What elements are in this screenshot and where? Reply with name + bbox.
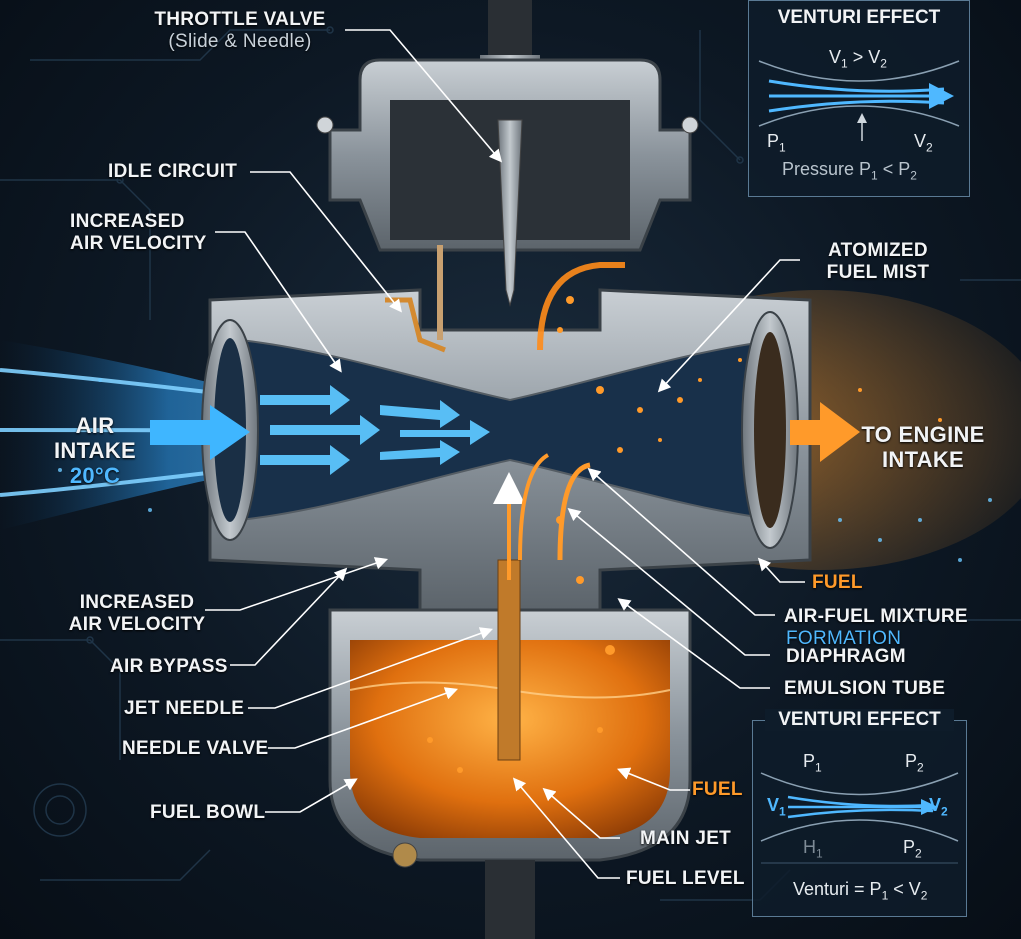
increased-air-velocity-top-label: INCREASED AIR VELOCITY <box>70 211 207 255</box>
fuel-outlet-label: FUEL <box>812 572 863 593</box>
throttle-valve-title: THROTTLE VALVE <box>154 9 326 30</box>
venturi-bottom-h1: H1 <box>803 837 823 861</box>
venturi-bottom-title: VENTURI EFFECT <box>765 709 954 731</box>
to-engine-intake-line2: INTAKE <box>881 447 965 472</box>
air-fuel-mixture-line1: AIR-FUEL MIXTURE <box>784 606 968 627</box>
air-intake-temperature: 20°C <box>69 463 121 488</box>
needle-valve-label: NEEDLE VALVE <box>122 738 269 759</box>
venturi-bottom-v1: V1 <box>767 795 786 819</box>
emulsion-tube <box>497 559 521 761</box>
atomized-fuel-mist-label: ATOMIZED FUEL MIST <box>818 240 938 284</box>
venturi-bottom-formula: Venturi = P1 < V2 <box>793 879 928 903</box>
fuel-bowl-side-label: FUEL <box>692 779 743 800</box>
venturi-bottom-p2b: P2 <box>903 837 922 861</box>
venturi-air-arrows <box>260 385 490 475</box>
venturi-top-velocity-relation: V1 > V2 <box>829 47 887 71</box>
air-intake-line1: AIR <box>75 413 115 438</box>
emulsion-tube-label: EMULSION TUBE <box>784 678 946 699</box>
jet-needle-label: JET NEEDLE <box>124 698 245 719</box>
engine-outlet-arrow <box>790 402 860 462</box>
increased-air-velocity-bottom-line2: AIR VELOCITY <box>68 614 206 635</box>
venturi-top-graphic <box>758 60 960 141</box>
air-intake-label: AIR INTAKE 20°C <box>40 413 150 488</box>
venturi-bottom-v2: V2 <box>929 795 948 819</box>
circuit-background <box>0 26 1021 901</box>
venturi-bottom-p2: P2 <box>905 751 924 775</box>
to-engine-intake-label: TO ENGINE INTAKE <box>858 422 988 472</box>
fuel-bowl-label: FUEL BOWL <box>150 802 266 823</box>
fuel-level-label: FUEL LEVEL <box>626 868 745 889</box>
atomized-fuel-mist-line1: ATOMIZED <box>828 240 928 261</box>
air-intake-arrow <box>150 405 250 460</box>
air-fuel-mixture-label: AIR-FUEL MIXTURE FORMATION <box>784 606 968 650</box>
idle-circuit-label: IDLE CIRCUIT <box>108 161 238 182</box>
throttle-valve-subtitle: (Slide & Needle) <box>168 31 312 52</box>
atomized-fuel-mist-line2: FUEL MIST <box>826 262 930 283</box>
main-jet-label: MAIN JET <box>640 828 732 849</box>
to-engine-intake-line1: TO ENGINE <box>861 422 985 447</box>
diaphragm-label: DIAPHRAGM <box>786 646 906 667</box>
venturi-top-v2: V2 <box>914 131 933 155</box>
venturi-effect-panel-bottom: VENTURI EFFECT P1 P2 V1 V2 H1 P2 Venturi… <box>752 709 967 917</box>
increased-air-velocity-top-line2: AIR VELOCITY <box>70 233 207 254</box>
leader-lines <box>205 29 805 879</box>
venturi-bottom-p1: P1 <box>803 751 822 775</box>
venturi-top-p1: P1 <box>767 131 786 155</box>
carburetor-body <box>201 288 812 612</box>
venturi-top-pressure: Pressure P1 < P2 <box>782 159 917 183</box>
idle-circuit-tube <box>537 262 625 351</box>
throttle-cable-housing <box>488 0 532 60</box>
increased-air-velocity-bottom-label: INCREASED AIR VELOCITY <box>62 592 212 636</box>
fuel-droplets <box>427 296 942 773</box>
increased-air-velocity-top-line1: INCREASED <box>70 211 185 232</box>
throttle-valve-label: THROTTLE VALVE (Slide & Needle) <box>140 9 340 53</box>
venturi-effect-panel-top: VENTURI EFFECT V1 > V2 P1 V2 Pressure P1… <box>748 0 970 197</box>
throttle-needle <box>497 119 523 307</box>
air-intake-line2: INTAKE <box>53 438 137 463</box>
venturi-top-title: VENTURI EFFECT <box>777 7 941 28</box>
air-bypass-label: AIR BYPASS <box>110 656 228 677</box>
air-fuel-mixture-line2: FORMATION <box>786 628 902 649</box>
venturi-bottom-graphic <box>760 772 959 864</box>
increased-air-velocity-bottom-line1: INCREASED <box>79 592 195 613</box>
